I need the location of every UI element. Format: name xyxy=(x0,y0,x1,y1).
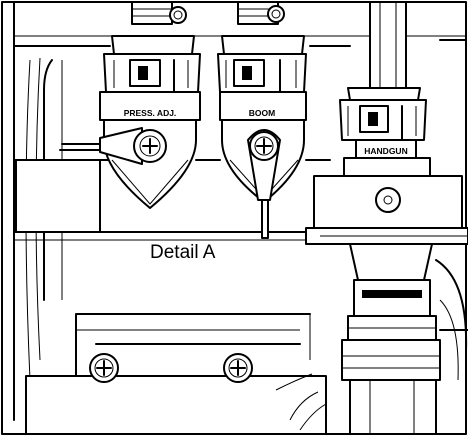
label-handgun: HANDGUN xyxy=(364,146,407,156)
valve-boom: BOOM xyxy=(217,1,307,239)
manifold-pipe xyxy=(13,159,331,241)
screw-right xyxy=(223,353,253,383)
caption-detail-a: Detail A xyxy=(150,242,216,263)
screw-left xyxy=(89,353,119,383)
label-press-adj: PRESS. ADJ. xyxy=(124,108,177,118)
valve-press-adj: PRESS. ADJ. xyxy=(59,1,201,209)
handgun-body xyxy=(305,175,468,435)
valve-handgun: HANDGUN xyxy=(339,1,431,177)
lower-bracket xyxy=(25,313,327,435)
label-boom: BOOM xyxy=(249,108,275,118)
